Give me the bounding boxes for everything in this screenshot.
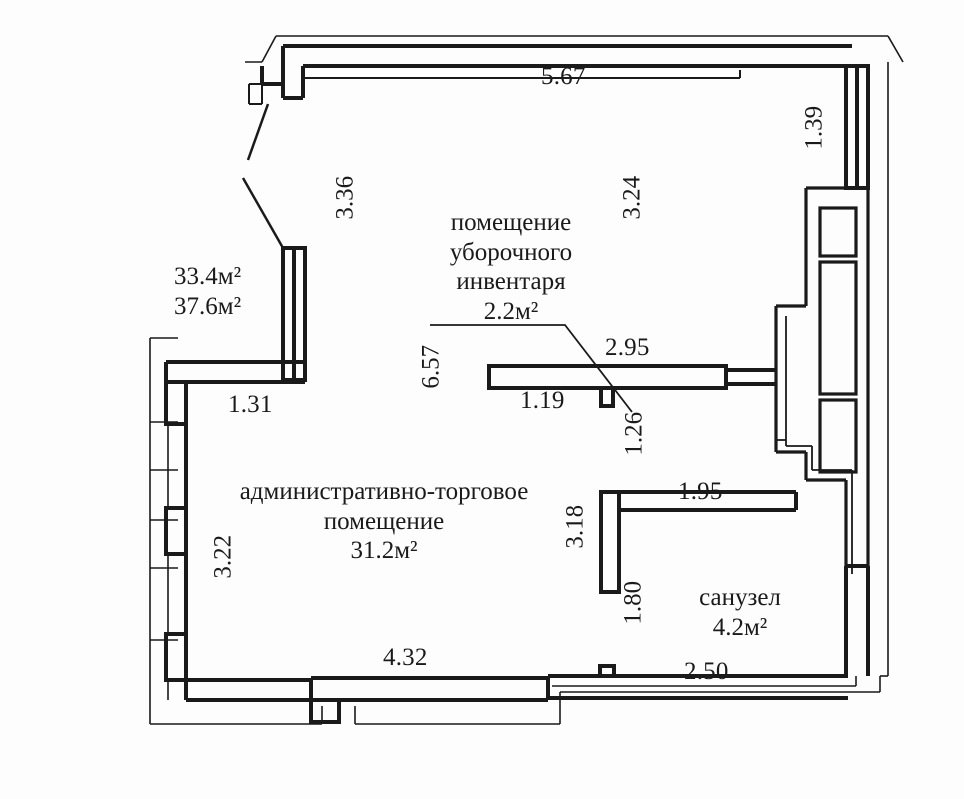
room-admin-trade-line1: административно-торговое bbox=[239, 478, 529, 505]
entrance-porch bbox=[260, 66, 303, 100]
cleaning-room-leader bbox=[430, 324, 633, 413]
dim-right-upper: 1.39 bbox=[800, 105, 828, 150]
right-lower-wall bbox=[844, 564, 870, 676]
room-label-bathroom: санузел 4.2м² bbox=[660, 583, 820, 642]
right-stepped-wall bbox=[774, 186, 870, 578]
bottom-wall-thin-lining bbox=[552, 676, 857, 687]
total-area-1: 33.4м² bbox=[174, 263, 242, 290]
dim-left-short: 1.31 bbox=[228, 391, 273, 418]
dim-bath-top: 1.95 bbox=[678, 478, 723, 505]
niche-3 bbox=[818, 398, 858, 474]
total-areas: 33.4м² 37.6м² bbox=[174, 262, 241, 321]
dim-door-jamb: 1.26 bbox=[620, 411, 648, 456]
dim-bottom-main: 4.32 bbox=[383, 644, 428, 671]
room-admin-trade-line2: помещение bbox=[323, 507, 445, 535]
bathroom-partitions bbox=[599, 490, 798, 594]
right-wall-thin-lining bbox=[785, 316, 853, 574]
right-upper-pier bbox=[844, 64, 870, 190]
room-cleaning-store-line2: уборочного bbox=[449, 238, 573, 266]
room-admin-trade-area: 31.2м² bbox=[350, 537, 418, 564]
total-area-2: 37.6м² bbox=[174, 292, 242, 320]
room-cleaning-store-line3: инвентаря bbox=[456, 268, 566, 295]
dim-partition-left: 6.57 bbox=[417, 344, 445, 389]
dim-bath-left-lower: 1.80 bbox=[619, 580, 647, 625]
room-label-cleaning-store: помещение уборочного инвентаря 2.2м² bbox=[437, 208, 585, 326]
room-label-admin-trade: административно-торговое помещение 31.2м… bbox=[228, 477, 540, 566]
room-cleaning-store-line1: помещение bbox=[450, 209, 572, 236]
entrance-porch-outline bbox=[248, 83, 263, 105]
upper-left-diagonal-walls bbox=[241, 103, 285, 249]
outer-guide-lines bbox=[149, 35, 904, 725]
dim-inner-upper-right: 3.24 bbox=[618, 175, 646, 220]
bottom-wall bbox=[184, 664, 848, 724]
dim-bottom-right: 2.50 bbox=[684, 658, 729, 685]
left-wall-piers bbox=[164, 380, 188, 700]
niche-1 bbox=[818, 206, 858, 258]
dim-partition-top: 2.95 bbox=[605, 334, 650, 361]
top-wall bbox=[281, 44, 852, 98]
dim-bath-left-upper: 3.18 bbox=[561, 504, 589, 549]
left-upper-horizontal-wall bbox=[164, 360, 305, 384]
room-cleaning-store-area: 2.2м² bbox=[483, 297, 539, 325]
dim-inner-upper-left: 3.36 bbox=[331, 175, 359, 220]
right-wall-niches bbox=[818, 206, 858, 474]
niche-2 bbox=[818, 260, 858, 396]
room-bathroom-line1: санузел bbox=[699, 584, 781, 611]
dim-top-wall: 5.67 bbox=[541, 63, 586, 90]
room-bathroom-area: 4.2м² bbox=[712, 613, 768, 641]
dim-partition-bottom: 1.19 bbox=[520, 387, 565, 414]
central-partition bbox=[487, 364, 776, 408]
top-wall-glazing bbox=[303, 70, 741, 79]
